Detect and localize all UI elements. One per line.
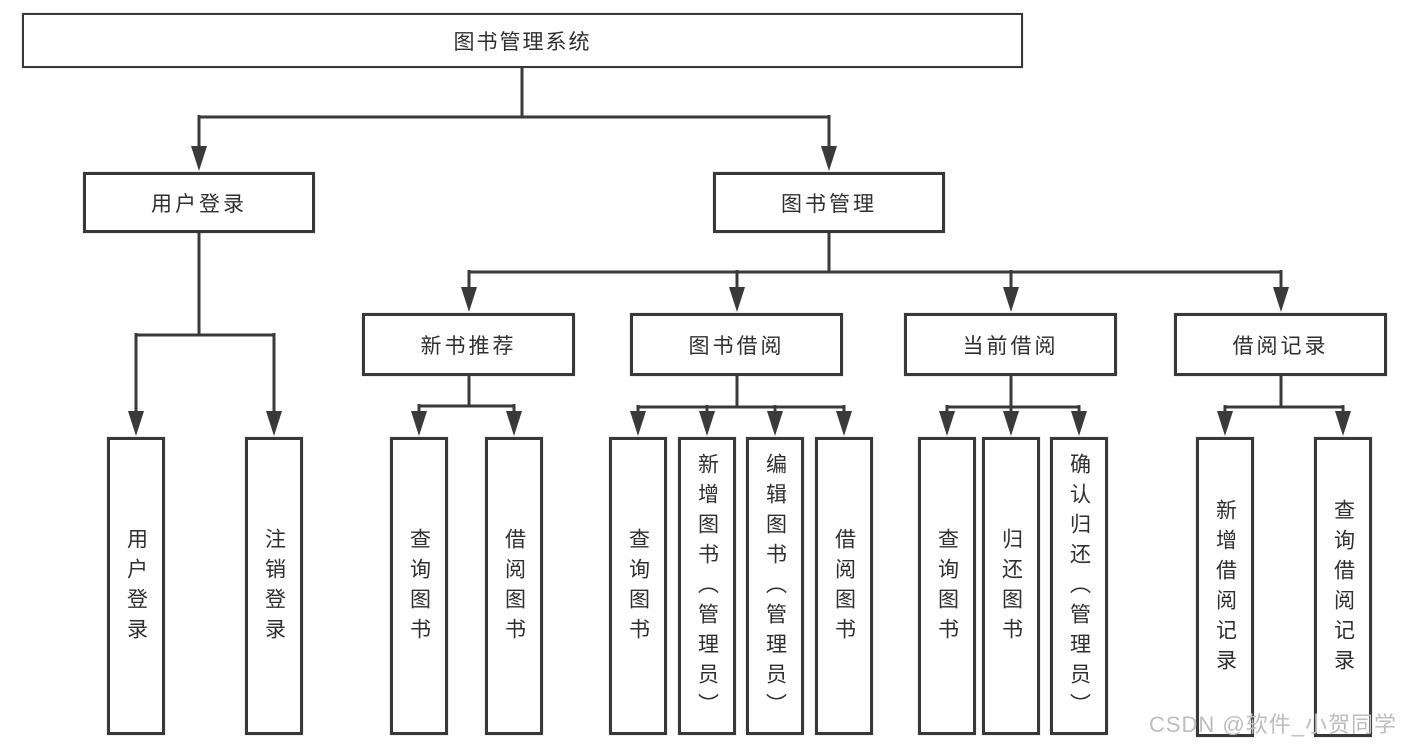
node-leaf-add-books-admin: 新增图书（管理员） xyxy=(678,437,736,735)
node-book-borrow: 图书借阅 xyxy=(630,313,843,376)
node-leaf-logout: 注销登录 xyxy=(245,437,303,735)
node-new-book-recommend: 新书推荐 xyxy=(362,313,575,376)
node-book-management: 图书管理 xyxy=(713,172,945,233)
node-leaf-edit-books-admin: 编辑图书（管理员） xyxy=(746,437,804,735)
node-current-borrow: 当前借阅 xyxy=(904,313,1117,376)
node-leaf-confirm-return-admin: 确认归还（管理员） xyxy=(1050,437,1108,735)
node-leaf-borrow-books-1: 借阅图书 xyxy=(485,437,543,735)
node-user-login: 用户登录 xyxy=(83,172,315,233)
node-leaf-user-login: 用户登录 xyxy=(107,437,165,735)
node-borrow-records: 借阅记录 xyxy=(1174,313,1387,376)
csdn-watermark: CSDN @软件_小贺同学 xyxy=(1148,712,1397,737)
connector-paths xyxy=(134,68,1345,414)
node-leaf-borrow-books-2: 借阅图书 xyxy=(815,437,873,735)
node-leaf-query-books-1: 查询图书 xyxy=(390,437,448,735)
node-leaf-query-borrow-record: 查询借阅记录 xyxy=(1314,437,1372,737)
node-library-management-system: 图书管理系统 xyxy=(22,13,1023,68)
node-leaf-return-books: 归还图书 xyxy=(982,437,1040,735)
arrowheads xyxy=(128,146,1351,436)
node-leaf-query-books-2: 查询图书 xyxy=(609,437,667,735)
node-leaf-add-borrow-record: 新增借阅记录 xyxy=(1196,437,1254,737)
node-leaf-query-books-3: 查询图书 xyxy=(918,437,976,735)
